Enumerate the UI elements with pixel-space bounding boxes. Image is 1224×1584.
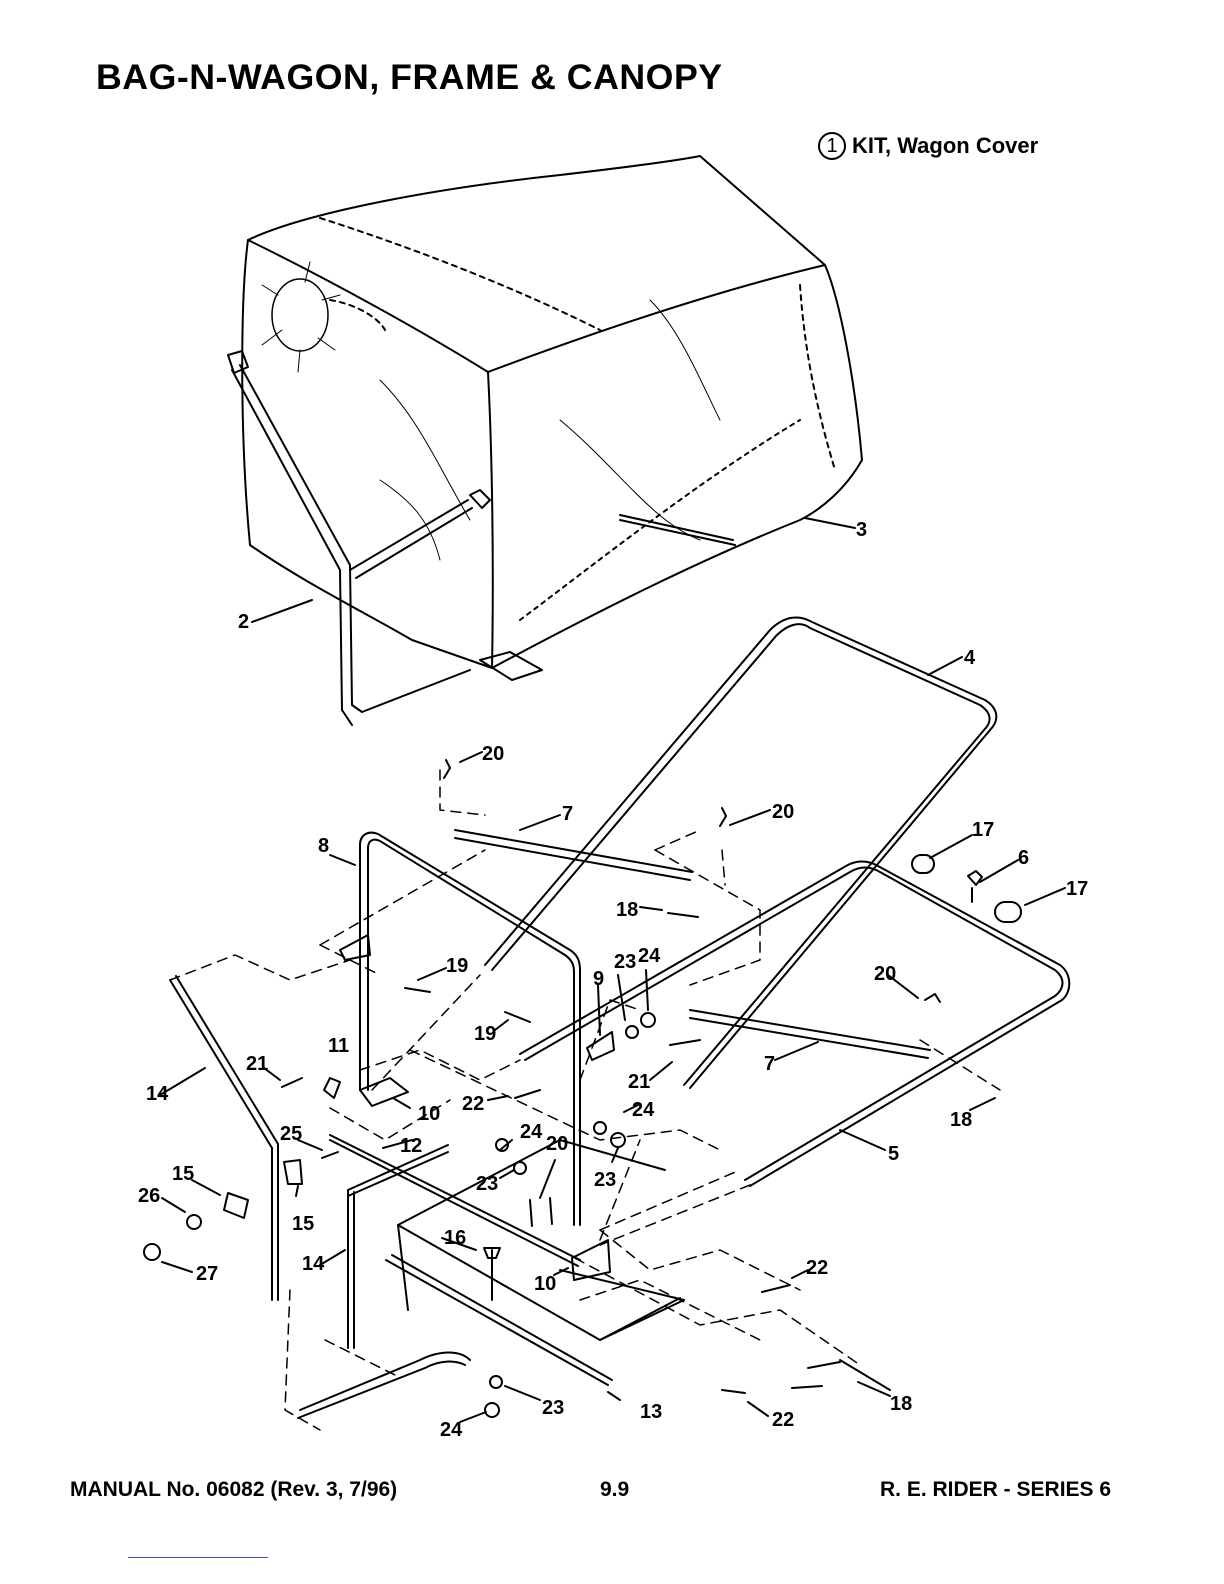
callout-23-center: 23 (476, 1173, 498, 1195)
callout-24-upper: 24 (638, 945, 661, 967)
callout-19-lower: 19 (474, 1023, 496, 1045)
callout-22-lower: 22 (772, 1409, 794, 1431)
callout-15-right: 15 (292, 1213, 314, 1235)
handle-frame-4 (485, 617, 996, 1088)
callout-4: 4 (964, 647, 976, 669)
callout-17-lower: 17 (1066, 878, 1088, 900)
callout-13: 13 (640, 1401, 662, 1423)
canopy-cover-drawing (228, 156, 862, 725)
callout-20-right: 20 (772, 801, 794, 823)
callout-15-left: 15 (172, 1163, 194, 1185)
callout-11: 11 (328, 1035, 349, 1057)
callout-24-center: 24 (520, 1121, 543, 1143)
callout-23-lower: 23 (542, 1397, 564, 1419)
callout-10-right: 10 (534, 1273, 556, 1295)
callout-20-top: 20 (482, 743, 504, 765)
callout-8: 8 (318, 835, 329, 857)
callout-10-left: 10 (418, 1103, 440, 1125)
callout-25: 25 (280, 1123, 302, 1145)
callout-16: 16 (444, 1227, 466, 1249)
callout-23-upper: 23 (614, 951, 636, 973)
frame-5 (520, 862, 1069, 1187)
callout-7-upper: 7 (562, 803, 573, 825)
callout-27: 27 (196, 1263, 218, 1285)
callout-5: 5 (888, 1143, 899, 1165)
manual-number: MANUAL No. 06082 (Rev. 3, 7/96) (70, 1478, 397, 1502)
page-number: 9.9 (600, 1478, 629, 1502)
arm-8 (330, 833, 580, 1225)
callout-12: 12 (400, 1135, 422, 1157)
callout-21-right: 21 (628, 1071, 650, 1093)
callout-22-center: 22 (462, 1093, 484, 1115)
callout-20-center: 20 (546, 1133, 568, 1155)
callout-7-lower: 7 (764, 1053, 775, 1075)
callout-3: 3 (856, 519, 867, 541)
callout-21-left: 21 (246, 1053, 268, 1075)
callout-18-lower: 18 (890, 1393, 912, 1415)
callout-14-right: 14 (302, 1253, 325, 1275)
callout-17-upper: 17 (972, 819, 994, 841)
callout-18-right: 18 (950, 1109, 972, 1131)
callout-26: 26 (138, 1185, 160, 1207)
callout-19-upper: 19 (446, 955, 468, 977)
callout-14-left: 14 (146, 1083, 169, 1105)
callout-20-far-right: 20 (874, 963, 896, 985)
callout-24-lower: 24 (440, 1419, 463, 1441)
wagon-body (386, 1140, 684, 1385)
callout-23-right: 23 (594, 1169, 616, 1191)
link-underline (128, 1557, 268, 1558)
callout-9: 9 (593, 968, 604, 990)
callout-2: 2 (238, 611, 249, 633)
callout-24-right: 24 (632, 1099, 655, 1121)
callout-18-upper: 18 (616, 899, 638, 921)
callout-6: 6 (1018, 847, 1029, 869)
series-name: R. E. RIDER - SERIES 6 (880, 1478, 1111, 1502)
callout-22-right: 22 (806, 1257, 828, 1279)
